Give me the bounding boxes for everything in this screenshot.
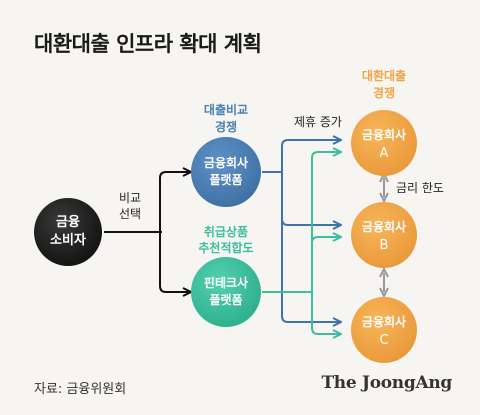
platform-node: 금융회사 플랫폼	[191, 137, 261, 207]
fintech-node: 핀테크사 플랫폼	[191, 257, 261, 327]
refinance-competition-label-1: 대환대출	[362, 68, 406, 83]
platform-arrows	[262, 140, 340, 322]
compare-label-2: 선택	[119, 207, 141, 221]
compare-loans-label-1: 대출비교	[204, 102, 248, 117]
fintech-label-1: 핀테크사	[204, 275, 248, 290]
compare-loans-label-2: 경쟁	[215, 119, 237, 134]
bank-b-label-1: 금융회사	[362, 219, 406, 234]
partnership-label: 제휴 증가	[294, 115, 342, 129]
bank-c-label-2: C	[379, 333, 388, 348]
bank-c-node: 금융회사 C	[351, 297, 417, 363]
brand-logo: The JoongAng	[321, 373, 452, 393]
consumer-label-1: 금융	[56, 214, 80, 230]
bank-a-node: 금융회사 A	[351, 110, 417, 176]
bank-c-label-1: 금융회사	[362, 314, 406, 329]
consumer-label-2: 소비자	[50, 233, 86, 248]
bank-a-label-1: 금융회사	[362, 127, 406, 142]
bank-b-node: 금융회사 B	[351, 202, 417, 268]
rate-limit-label: 금리 한도	[396, 181, 444, 195]
bank-b-label-2: B	[380, 238, 389, 253]
handling-products-label-2: 추천적합도	[198, 240, 253, 255]
fintech-arrows	[262, 152, 340, 334]
handling-products-label-1: 취급상품	[204, 224, 248, 239]
bank-a-label-2: A	[380, 146, 389, 161]
consumer-node: 금융 소비자	[34, 198, 102, 266]
source-note: 자료: 금융위원회	[34, 382, 127, 397]
page-title: 대환대출 인프라 확대 계획	[34, 32, 262, 56]
fintech-label-2: 플랫폼	[209, 292, 242, 307]
consumer-arrows	[104, 172, 190, 292]
platform-label-2: 플랫폼	[209, 172, 242, 187]
platform-label-1: 금융회사	[204, 155, 248, 170]
compare-label-1: 비교	[119, 191, 141, 205]
refinance-competition-label-2: 경쟁	[373, 85, 395, 100]
